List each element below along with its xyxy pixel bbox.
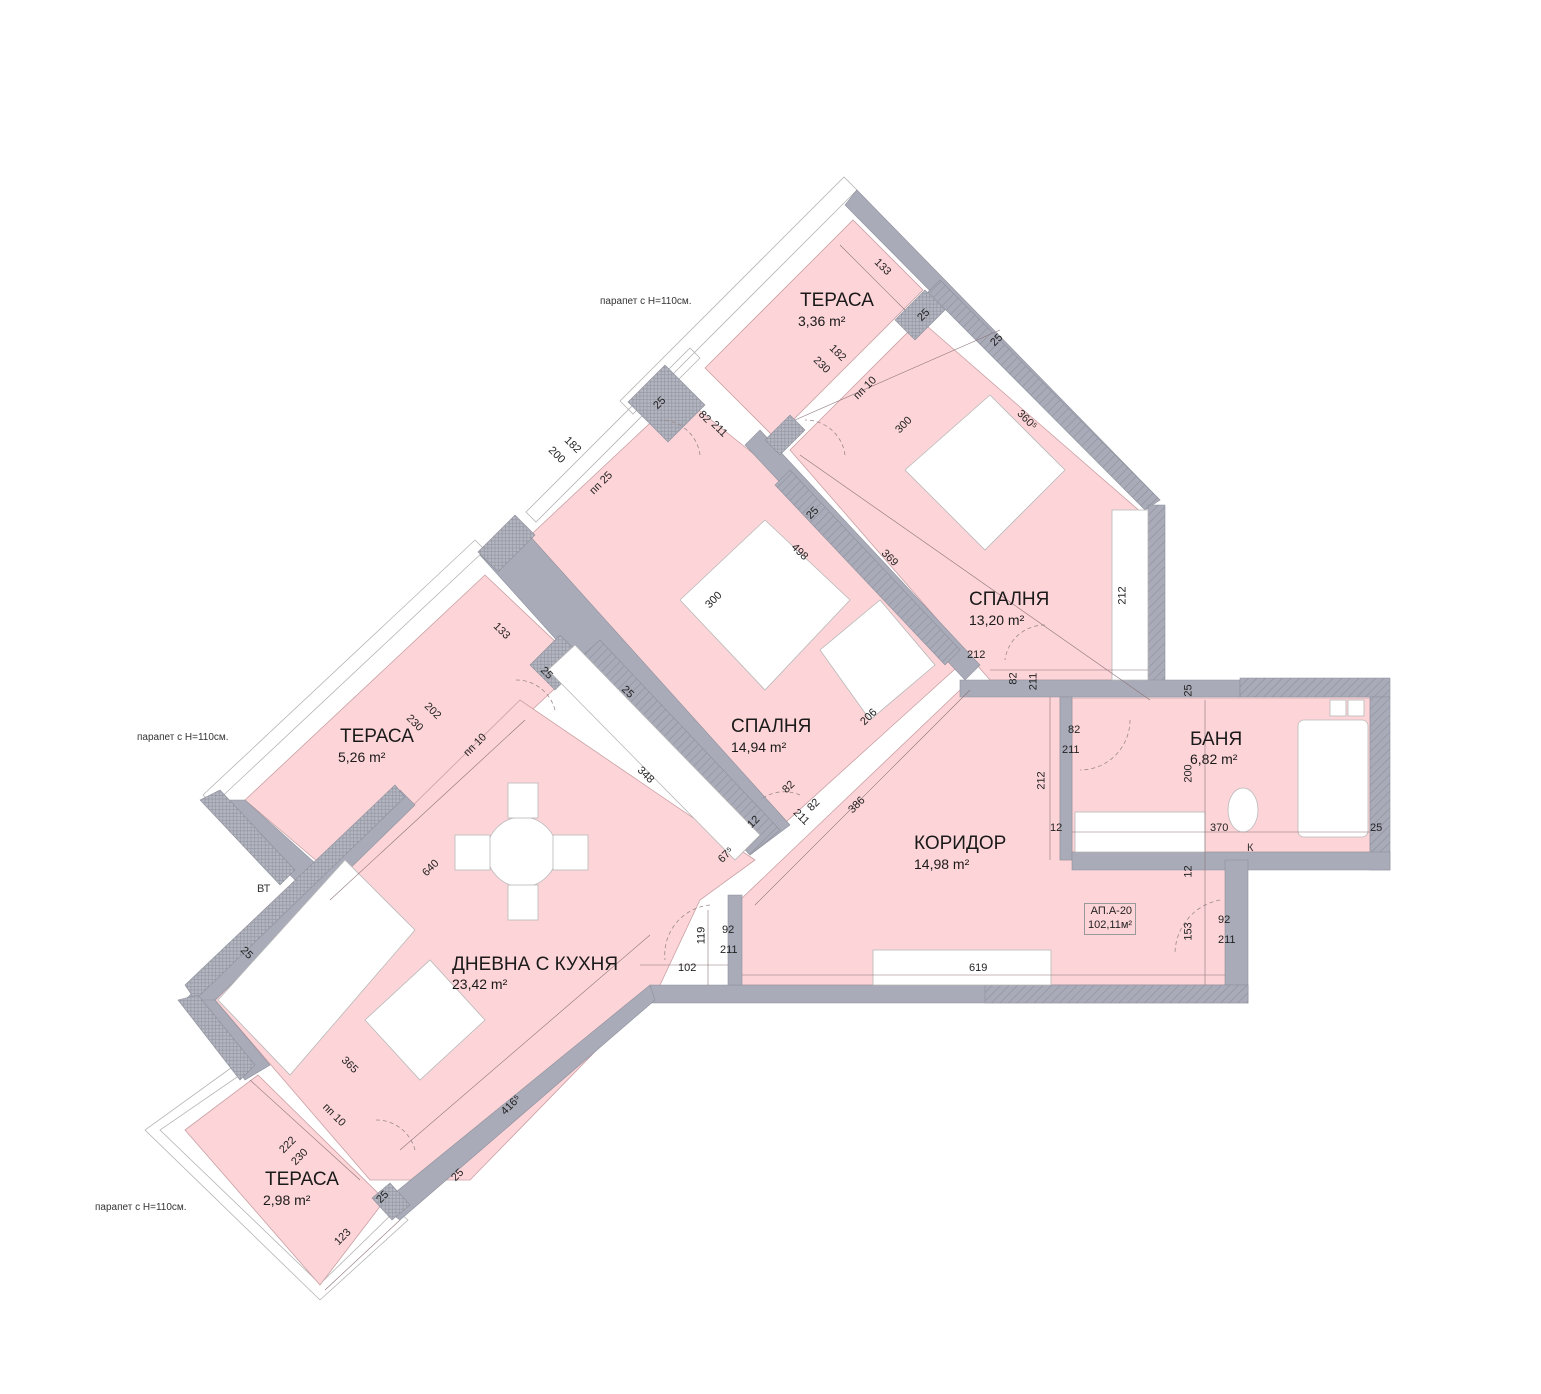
- bed-bedroom-1: [679, 519, 851, 691]
- room-name-terrace-3: ТЕРАСА: [265, 1169, 339, 1190]
- dim-text: 212: [967, 649, 986, 661]
- dim-text: 211: [720, 944, 738, 956]
- toilet: [1227, 787, 1259, 833]
- apartment-id: АП.А-20: [1090, 905, 1133, 917]
- bed-bedroom-2: [904, 394, 1066, 551]
- parapet-mid: [202, 539, 486, 806]
- parapet-note-bottom: парапет с H=110см.: [95, 1202, 187, 1213]
- dim-text: 212: [1035, 771, 1048, 790]
- room-area-bathroom: 6,82 m²: [1190, 751, 1238, 767]
- dim-text: 212: [1116, 586, 1129, 605]
- dim-text: 92: [722, 924, 735, 936]
- room-area-living-kitchen: 23,42 m²: [452, 976, 508, 992]
- dim-text: 200: [1182, 764, 1195, 783]
- dim-text: 619: [969, 962, 988, 974]
- door-swings: [374, 419, 1221, 1151]
- wardrobe-bedroom-2: [1111, 509, 1149, 681]
- dim-text: 211: [1218, 934, 1236, 946]
- dining-table: [486, 816, 558, 888]
- dim-text: 25: [1182, 684, 1195, 697]
- room-area-corridor: 14,98 m²: [914, 856, 970, 872]
- walls: [177, 189, 1391, 1221]
- dimension-lines: [249, 244, 1370, 1291]
- parapet-note-mid: парапет с H=110см.: [137, 732, 229, 743]
- room-area-terrace-2: 5,26 m²: [338, 749, 386, 765]
- room-area-terrace-1: 3,36 m²: [798, 313, 846, 329]
- dim-text: 119: [695, 926, 708, 945]
- apartment-total-area: 102,11м²: [1088, 918, 1133, 931]
- room-name-bedroom-1: СПАЛНЯ: [731, 716, 812, 737]
- room-area-bedroom-1: 14,94 m²: [731, 739, 787, 755]
- apartment-tag: АП.А-20 102,11м²: [1084, 903, 1137, 935]
- room-area-terrace-3: 2,98 m²: [263, 1192, 311, 1208]
- room-name-living-kitchen: ДНЕВНА С КУХНЯ: [452, 954, 619, 975]
- room-name-bathroom: БАНЯ: [1190, 729, 1243, 750]
- bt-label: ВТ: [257, 883, 271, 895]
- sofa: [217, 859, 416, 1076]
- dim-text: 12: [1182, 865, 1195, 878]
- dim-text: 12: [1050, 822, 1063, 834]
- dim-text: 92: [1218, 914, 1231, 926]
- room-name-corridor: КОРИДОР: [914, 833, 1007, 854]
- parapet-note-top: парапет с H=110см.: [600, 296, 692, 307]
- kitchen-counter: [547, 644, 761, 861]
- corridor-wardrobe: [872, 949, 1052, 986]
- terrace-1-area: [704, 219, 924, 439]
- dim-text: 82: [1068, 724, 1081, 736]
- room-area-bedroom-2: 13,20 m²: [969, 612, 1025, 628]
- dim-text: 153: [1182, 922, 1195, 941]
- parapet-top: [525, 176, 858, 523]
- dim-text: 211: [1027, 672, 1040, 691]
- dim-text: 25: [1370, 822, 1383, 834]
- living-kitchen-area: [214, 699, 756, 1181]
- dim-text: 82: [1007, 672, 1020, 685]
- dim-text: 102: [678, 962, 697, 974]
- room-name-terrace-2: ТЕРАСА: [340, 726, 414, 747]
- bathtub: [1297, 719, 1369, 838]
- wardrobe-bedroom-1: [819, 599, 936, 721]
- coffee-table: [364, 959, 486, 1081]
- room-name-bedroom-2: СПАЛНЯ: [969, 589, 1050, 610]
- k-label: К: [1247, 842, 1254, 854]
- dim-text: 370: [1210, 822, 1229, 834]
- room-name-terrace-1: ТЕРАСА: [800, 290, 874, 311]
- dim-text: 211: [1062, 744, 1080, 756]
- furniture: [217, 394, 1369, 1081]
